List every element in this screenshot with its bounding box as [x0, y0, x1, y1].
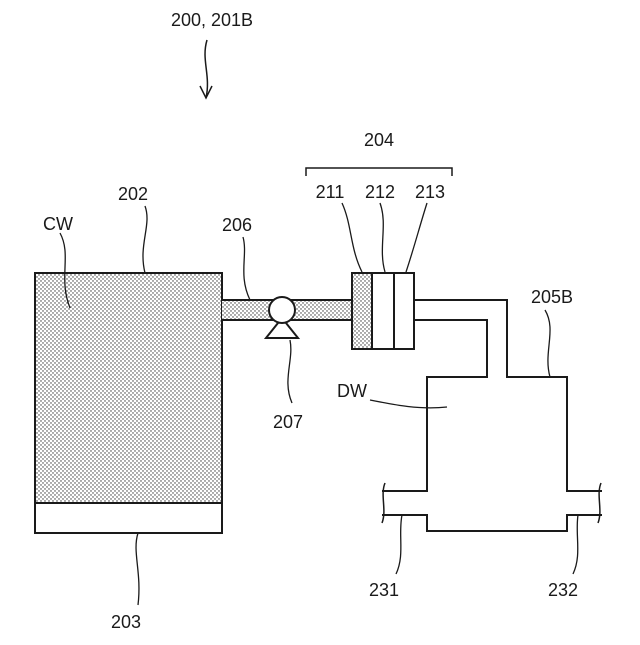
label-206: 206 — [222, 215, 252, 235]
leader-213 — [406, 203, 427, 272]
leader-203 — [136, 533, 139, 605]
filter-211 — [352, 273, 372, 349]
label-205B: 205B — [531, 287, 573, 307]
filter-group-brace — [306, 168, 452, 176]
leader-232 — [573, 515, 578, 574]
leader-212 — [380, 203, 385, 272]
leader-207 — [288, 340, 292, 403]
label-212: 212 — [365, 182, 395, 202]
label-204: 204 — [364, 130, 394, 150]
port-232-break-mark — [598, 483, 601, 523]
leader-202 — [143, 206, 147, 273]
reference-arrow-shaft — [205, 40, 207, 98]
base-203 — [35, 503, 222, 533]
leader-211 — [342, 203, 362, 272]
filter-212 — [372, 273, 394, 349]
figure-reference-label: 200, 201B — [171, 10, 253, 30]
leader-231 — [396, 515, 402, 574]
label-232: 232 — [548, 580, 578, 600]
pump-207 — [269, 297, 295, 323]
filter-213 — [394, 273, 414, 349]
tank-205B-bottom-wall — [382, 515, 602, 531]
label-203: 203 — [111, 612, 141, 632]
label-dw: DW — [337, 381, 367, 401]
label-213: 213 — [415, 182, 445, 202]
label-211: 211 — [316, 182, 345, 202]
label-cw: CW — [43, 214, 73, 234]
leader-206 — [243, 237, 250, 300]
tank-202 — [35, 273, 222, 503]
port-231-break-mark — [382, 483, 385, 523]
label-207: 207 — [273, 412, 303, 432]
leader-dw — [370, 400, 447, 408]
label-202: 202 — [118, 184, 148, 204]
tank-205B-outer-wall — [414, 300, 602, 491]
label-231: 231 — [369, 580, 399, 600]
leader-205B — [545, 310, 550, 377]
